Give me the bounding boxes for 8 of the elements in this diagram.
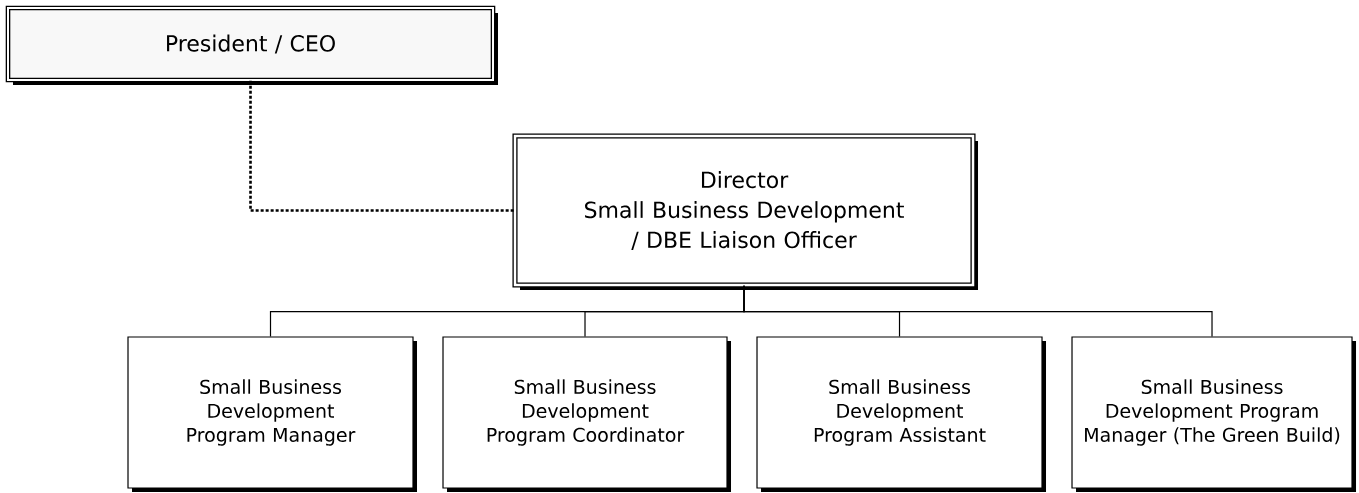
position-box: Small Business Development Program Manager (The Green Build) [1071,336,1356,492]
director-box: Director Small Business Development / DBE Liaison Officer [512,133,978,290]
executive-box: President / CEO [5,5,498,85]
position-box: Small Business Development Program Coordinator [442,336,731,492]
position-box: Small Business Development Program Manager [127,336,417,492]
position-box: Small Business Development Program Assistant [756,336,1046,492]
dotted-connector [249,80,515,212]
connector-line [743,285,1213,337]
